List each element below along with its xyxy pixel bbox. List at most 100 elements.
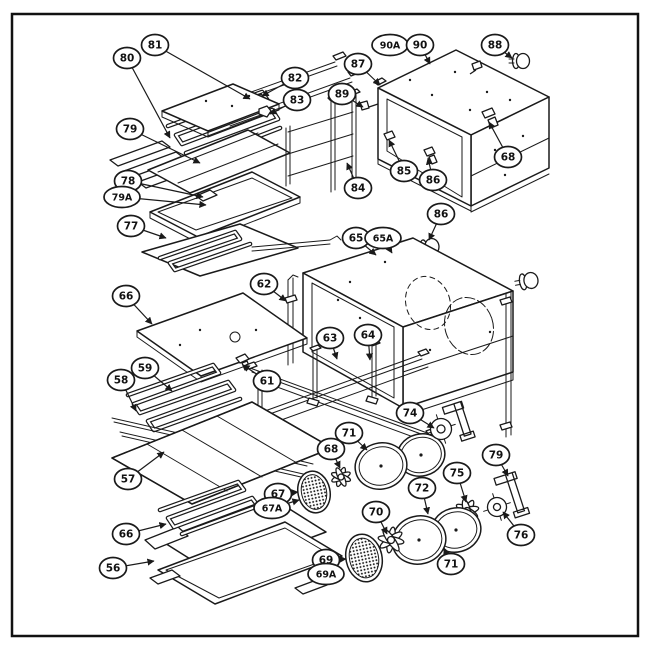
callout-label: 80 bbox=[120, 53, 135, 65]
callout-63: 63 bbox=[315, 326, 345, 350]
callout-69A: 69A bbox=[307, 562, 345, 586]
mesh-filter-upper bbox=[297, 470, 331, 514]
callout-label: 68 bbox=[324, 444, 339, 456]
control-knob-top bbox=[508, 52, 531, 70]
callout-68: 68 bbox=[493, 145, 523, 169]
callout-label: 79A bbox=[112, 193, 133, 204]
leader-line-81 bbox=[154, 44, 251, 100]
callouts-layer: 80 81 82 83 79 78 79A 77 84 90A 90 88 87 89 85 86 68 86 65… bbox=[98, 33, 536, 586]
drip-pan-lower bbox=[149, 521, 343, 605]
callout-65: 65 bbox=[341, 226, 371, 250]
callout-label: 64 bbox=[361, 330, 376, 342]
callout-label: 85 bbox=[397, 166, 412, 178]
callout-label: 90 bbox=[413, 40, 428, 52]
callout-label: 82 bbox=[288, 73, 303, 85]
callout-82: 82 bbox=[280, 66, 310, 90]
side-clip bbox=[359, 100, 379, 111]
callout-label: 71 bbox=[444, 559, 459, 571]
callout-label: 57 bbox=[121, 474, 136, 486]
callout-label: 68 bbox=[501, 152, 516, 164]
callout-71: 71 bbox=[436, 552, 466, 576]
callout-89: 89 bbox=[327, 82, 357, 106]
callout-label: 75 bbox=[450, 468, 465, 480]
callout-79A: 79A bbox=[103, 185, 141, 209]
callout-label: 77 bbox=[124, 221, 139, 233]
callout-59: 59 bbox=[130, 356, 160, 380]
callout-label: 74 bbox=[403, 408, 418, 420]
top-clip bbox=[469, 60, 483, 75]
callout-90A: 90A bbox=[371, 33, 409, 57]
callout-71: 71 bbox=[334, 421, 364, 445]
callout-76: 76 bbox=[506, 523, 536, 547]
upper-oven-cavity bbox=[359, 49, 550, 213]
callout-75: 75 bbox=[442, 461, 472, 485]
callout-label: 63 bbox=[323, 333, 338, 345]
callout-87: 87 bbox=[343, 52, 373, 76]
callout-label: 86 bbox=[434, 209, 449, 221]
callout-81: 81 bbox=[140, 33, 170, 57]
callout-label: 81 bbox=[148, 40, 163, 52]
callout-label: 84 bbox=[351, 183, 366, 195]
callout-66: 66 bbox=[111, 284, 141, 308]
callout-85: 85 bbox=[389, 159, 419, 183]
callout-label: 61 bbox=[260, 376, 275, 388]
callout-label: 78 bbox=[121, 176, 136, 188]
callout-68: 68 bbox=[316, 437, 346, 461]
callout-74: 74 bbox=[395, 401, 425, 425]
callout-90: 90 bbox=[405, 33, 435, 57]
callout-86: 86 bbox=[418, 168, 448, 192]
callout-label: 65A bbox=[373, 234, 394, 245]
callout-label: 69A bbox=[316, 570, 337, 581]
callout-label: 66 bbox=[119, 529, 134, 541]
callout-66: 66 bbox=[111, 522, 141, 546]
callout-58: 58 bbox=[106, 368, 136, 392]
fan-cover-pair-lower bbox=[391, 507, 482, 565]
page-border bbox=[10, 12, 640, 638]
callout-86: 86 bbox=[426, 202, 456, 226]
callout-label: 65 bbox=[349, 233, 364, 245]
mesh-filter-lower bbox=[344, 533, 384, 583]
foot-bracket bbox=[383, 130, 396, 141]
bake-element-upper bbox=[141, 223, 342, 277]
control-knob-right bbox=[514, 271, 539, 291]
callout-88: 88 bbox=[480, 33, 510, 57]
callout-83: 83 bbox=[282, 88, 312, 112]
callout-80: 80 bbox=[112, 46, 142, 70]
callout-65A: 65A bbox=[364, 226, 402, 250]
callout-label: 79 bbox=[123, 124, 138, 136]
callout-79: 79 bbox=[115, 117, 145, 141]
panel-clip bbox=[258, 105, 272, 118]
callout-label: 83 bbox=[290, 95, 305, 107]
motor-bracket-lower bbox=[483, 471, 531, 521]
side-rail-right bbox=[499, 290, 513, 438]
callout-label: 90A bbox=[380, 41, 401, 52]
rack-slides-lower bbox=[235, 339, 439, 447]
callout-label: 62 bbox=[257, 279, 272, 291]
callout-label: 86 bbox=[426, 175, 441, 187]
callout-72: 72 bbox=[407, 476, 437, 500]
callout-57: 57 bbox=[113, 467, 143, 491]
callout-67A: 67A bbox=[253, 496, 291, 520]
lower-oven-cavity bbox=[302, 237, 514, 417]
callout-56: 56 bbox=[98, 556, 128, 580]
callout-64: 64 bbox=[353, 323, 383, 347]
callout-label: 88 bbox=[488, 40, 503, 52]
callout-77: 77 bbox=[116, 214, 146, 238]
callout-label: 89 bbox=[335, 89, 350, 101]
callout-79: 79 bbox=[481, 443, 511, 467]
callout-label: 79 bbox=[489, 450, 504, 462]
callout-label: 56 bbox=[106, 563, 121, 575]
fan-blade-lower bbox=[377, 526, 405, 554]
callout-70: 70 bbox=[361, 500, 391, 524]
callout-84: 84 bbox=[343, 176, 373, 200]
callout-label: 76 bbox=[514, 530, 529, 542]
fan-blade-small bbox=[330, 466, 352, 488]
callout-label: 70 bbox=[369, 507, 384, 519]
leader-line-80 bbox=[126, 57, 171, 139]
callout-label: 87 bbox=[351, 59, 366, 71]
callout-61: 61 bbox=[252, 369, 282, 393]
callout-label: 59 bbox=[138, 363, 153, 375]
callout-label: 71 bbox=[342, 428, 357, 440]
